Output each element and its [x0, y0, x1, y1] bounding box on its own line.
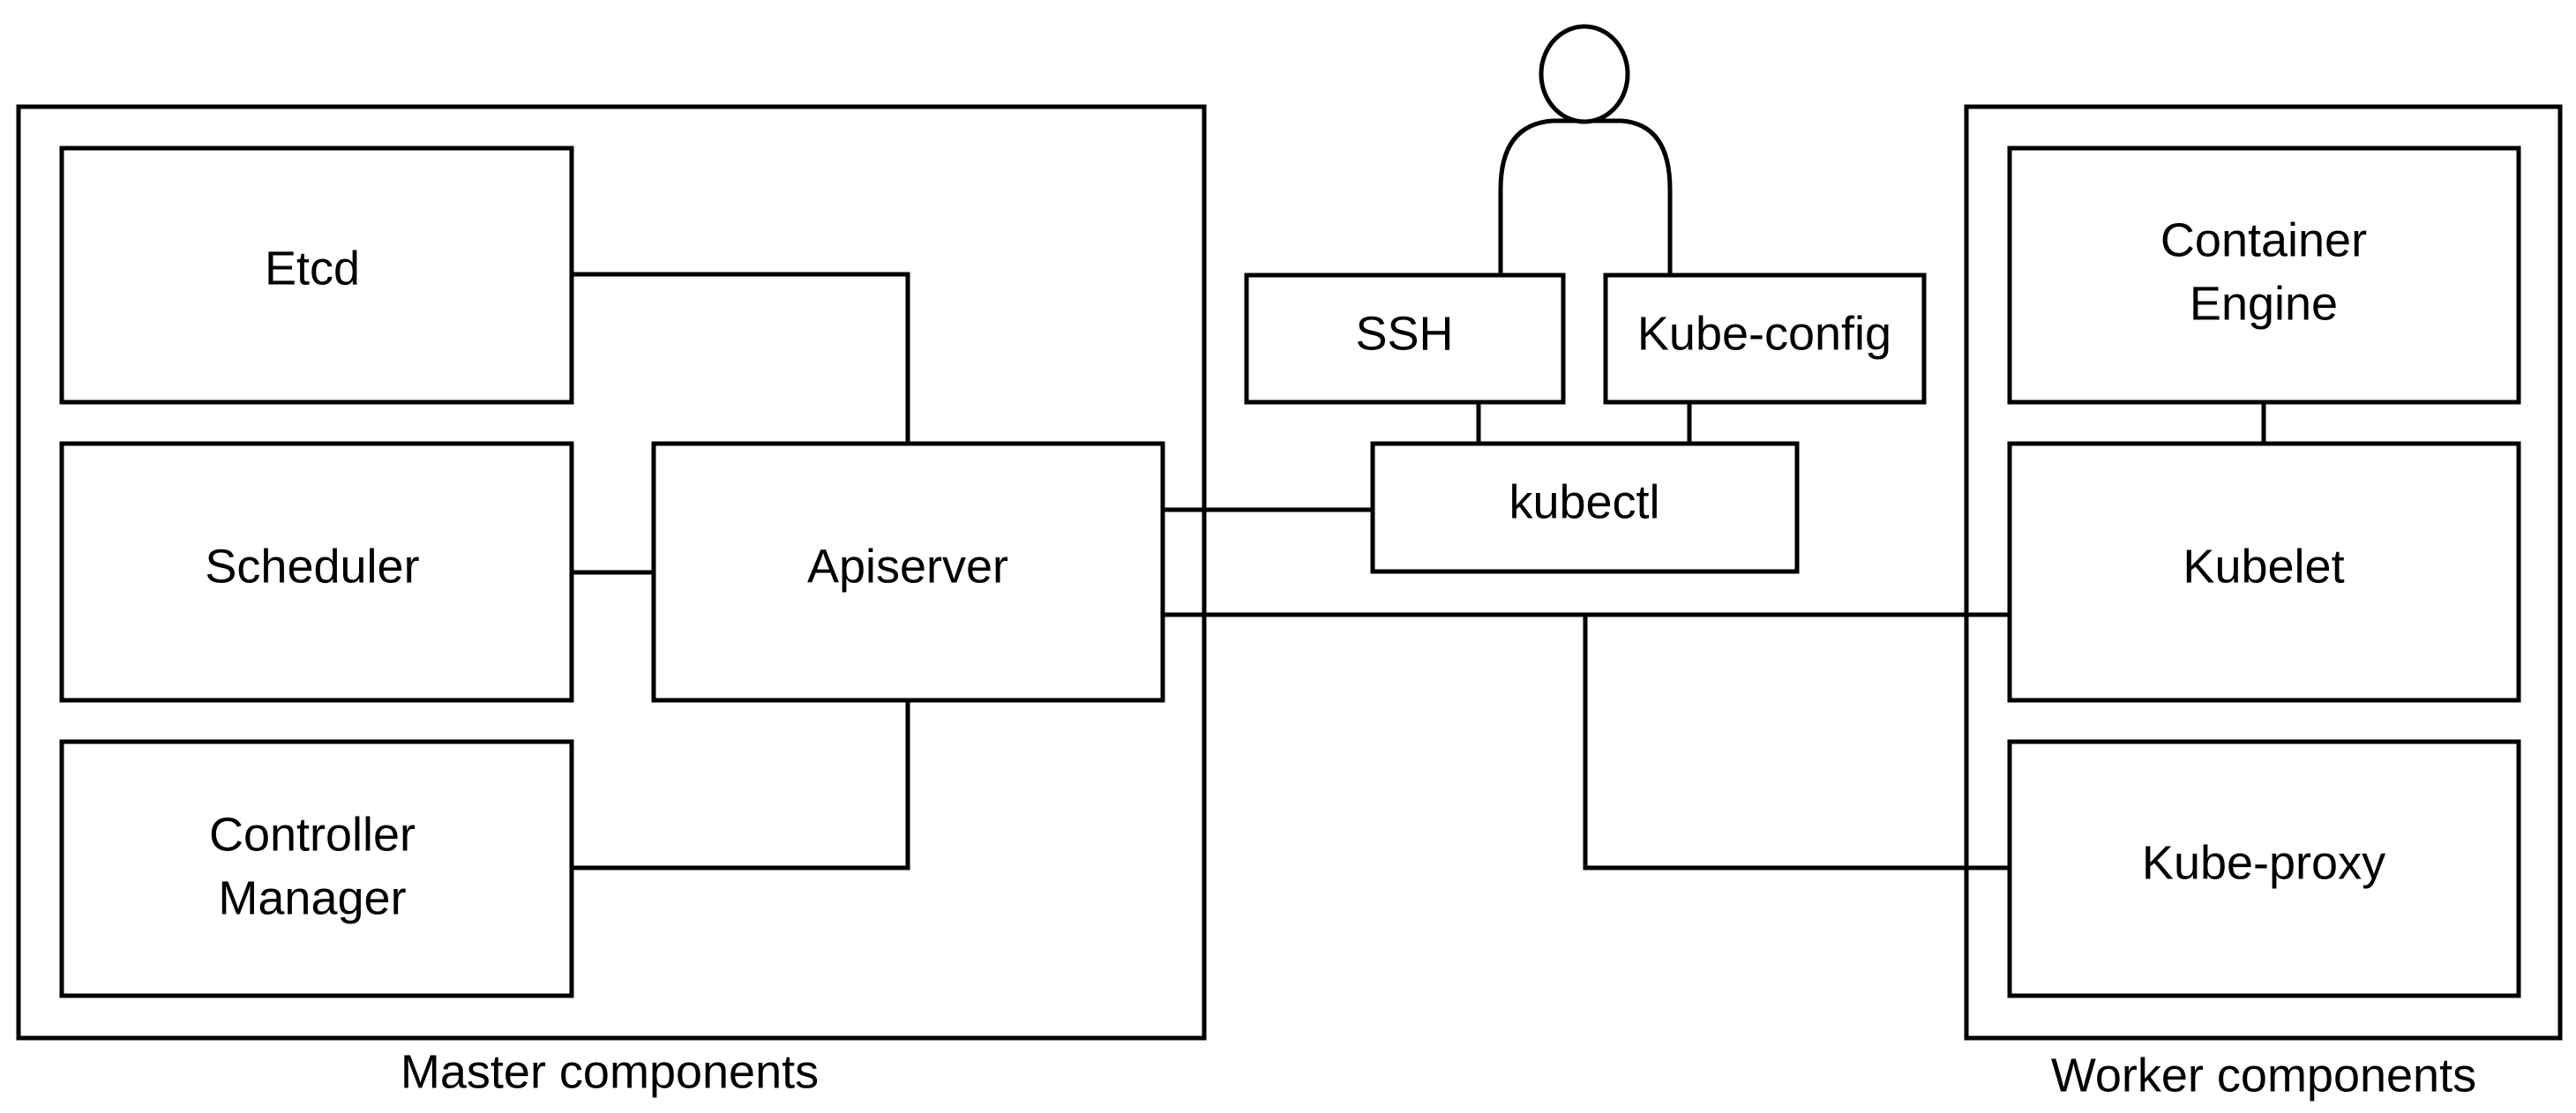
- worker-components-frame: [1964, 104, 2563, 1041]
- master-components-frame: [16, 104, 1207, 1041]
- user-icon: [1498, 24, 1673, 275]
- etcd-apiserver-connector: [572, 272, 910, 444]
- master-components-caption: Master components: [401, 1045, 819, 1098]
- container-engine-label-line2: Engine: [2190, 277, 2338, 330]
- ssh-label: SSH: [1355, 307, 1453, 360]
- kube-config-node[interactable]: Kube-config: [1603, 273, 1927, 405]
- etcd-node[interactable]: Etcd: [59, 146, 574, 405]
- ssh-node[interactable]: SSH: [1244, 273, 1566, 405]
- controller-manager-label-line2: Manager: [218, 871, 406, 924]
- controller-manager-node[interactable]: Controller Manager: [59, 739, 574, 998]
- kubectl-label: kubectl: [1509, 475, 1659, 528]
- scheduler-label: Scheduler: [205, 540, 419, 593]
- kubelet-label: Kubelet: [2183, 540, 2344, 593]
- apiserver-node[interactable]: Apiserver: [651, 441, 1165, 703]
- kubectl-node[interactable]: kubectl: [1370, 441, 1800, 574]
- apiserver-label: Apiserver: [807, 540, 1008, 593]
- container-engine-node[interactable]: Container Engine: [2007, 146, 2521, 405]
- kube-proxy-node[interactable]: Kube-proxy: [2007, 739, 2521, 998]
- controller-manager-label-line1: Controller: [209, 808, 416, 861]
- scheduler-node[interactable]: Scheduler: [59, 441, 574, 703]
- apiserver-kubeproxy-connector: [1583, 615, 2010, 870]
- worker-components-caption: Worker components: [2051, 1049, 2476, 1102]
- etcd-label: Etcd: [265, 242, 360, 295]
- kube-proxy-label: Kube-proxy: [2142, 836, 2385, 889]
- controller-apiserver-connector: [572, 700, 910, 870]
- kube-config-label: Kube-config: [1637, 307, 1891, 360]
- kubelet-node[interactable]: Kubelet: [2007, 441, 2521, 703]
- container-engine-label-line1: Container: [2160, 213, 2367, 266]
